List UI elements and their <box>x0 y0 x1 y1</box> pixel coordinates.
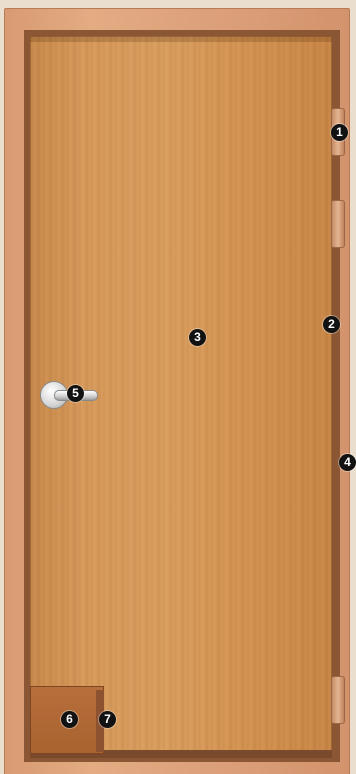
callout-marker-1: 1 <box>331 124 348 141</box>
callout-marker-6: 6 <box>61 711 78 728</box>
callout-marker-3: 3 <box>189 329 206 346</box>
hinge-bottom <box>331 676 345 724</box>
callout-marker-4: 4 <box>339 454 356 471</box>
callout-marker-5: 5 <box>67 385 84 402</box>
callout-marker-2: 2 <box>323 316 340 333</box>
hinge-middle <box>331 200 345 248</box>
callout-marker-7: 7 <box>99 711 116 728</box>
